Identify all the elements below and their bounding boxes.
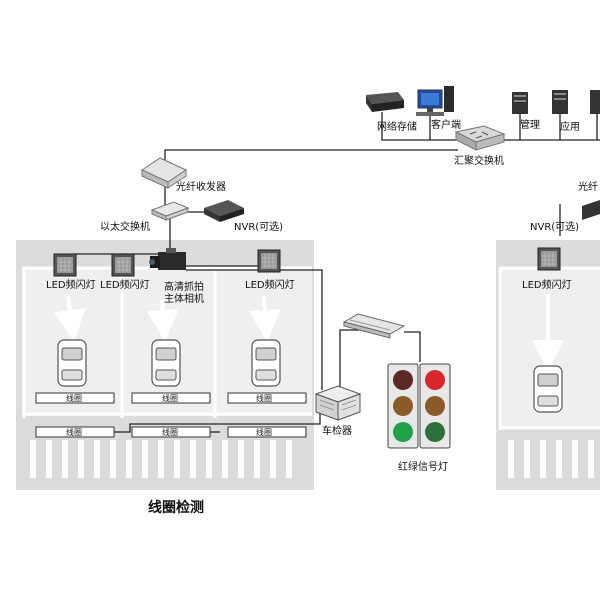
transceiver-icon — [140, 157, 188, 189]
led-label-2: LED频闪灯 — [100, 278, 150, 291]
nvr-device — [582, 200, 600, 220]
crosswalk-right — [508, 440, 594, 478]
transceiver-right-label: 光纤 — [578, 180, 598, 193]
server-icon — [512, 92, 528, 114]
led-label-1: LED频闪灯 — [46, 278, 96, 291]
right-road-area — [496, 240, 600, 490]
nvr-device — [204, 200, 244, 222]
traffic-light-icon — [419, 363, 451, 449]
led-light-icon — [257, 249, 281, 273]
led-light-icon — [111, 253, 135, 277]
car-icon — [57, 339, 87, 387]
switch-icon — [454, 125, 506, 151]
traffic-light-label: 红绿信号灯 — [398, 460, 448, 473]
coil-label: 线圈 — [162, 393, 178, 403]
right-led-label: LED频闪灯 — [522, 278, 572, 291]
coil-lower-2: 线圈 — [131, 426, 211, 438]
detector-label: 车检器 — [322, 424, 352, 437]
car-icon — [251, 339, 281, 387]
car-icon — [151, 339, 181, 387]
nvr-left-label: NVR(可选) — [234, 220, 283, 233]
left-site-caption: 线圈检测 — [148, 499, 204, 516]
switch-icon — [150, 201, 190, 221]
server-icon — [552, 90, 568, 114]
coil-upper-1: 线圈 — [35, 392, 115, 404]
signal-controller-icon — [342, 313, 406, 339]
led-light-icon — [537, 247, 561, 271]
coil-label: 线圈 — [162, 427, 178, 437]
nvr-right-label: NVR(可选) — [530, 220, 579, 233]
traffic-light-icon — [387, 363, 419, 449]
coil-lower-1: 线圈 — [35, 426, 115, 438]
computer-icon — [416, 86, 454, 116]
coil-upper-3: 线圈 — [227, 392, 307, 404]
led-arrows — [54, 294, 564, 372]
app-label: 应用 — [560, 120, 580, 133]
server-icon — [590, 90, 600, 114]
camera-label-line1: 高清抓拍 — [164, 280, 204, 293]
crosswalk-left — [30, 440, 292, 478]
coil-upper-2: 线圈 — [131, 392, 211, 404]
transceiver-left-label: 光纤收发器 — [176, 180, 226, 193]
storage-label: 网络存储 — [377, 120, 417, 133]
led-label-3: LED频闪灯 — [245, 278, 295, 291]
storage-device — [366, 92, 404, 112]
coil-label: 线圈 — [66, 427, 82, 437]
car-icon — [533, 365, 563, 413]
core-switch-label: 汇聚交换机 — [454, 154, 504, 167]
led-light-icon — [53, 253, 77, 277]
coil-label: 线圈 — [256, 393, 272, 403]
client-label: 客户端 — [431, 118, 461, 131]
coil-lower-3: 线圈 — [227, 426, 307, 438]
coil-label: 线圈 — [256, 427, 272, 437]
coil-label: 线圈 — [66, 393, 82, 403]
camera-icon — [149, 248, 186, 270]
camera-label-line2: 主体相机 — [164, 292, 204, 305]
manage-label: 管理 — [520, 118, 540, 131]
detector-icon — [314, 385, 362, 421]
eth-switch-label: 以太交换机 — [100, 220, 150, 233]
